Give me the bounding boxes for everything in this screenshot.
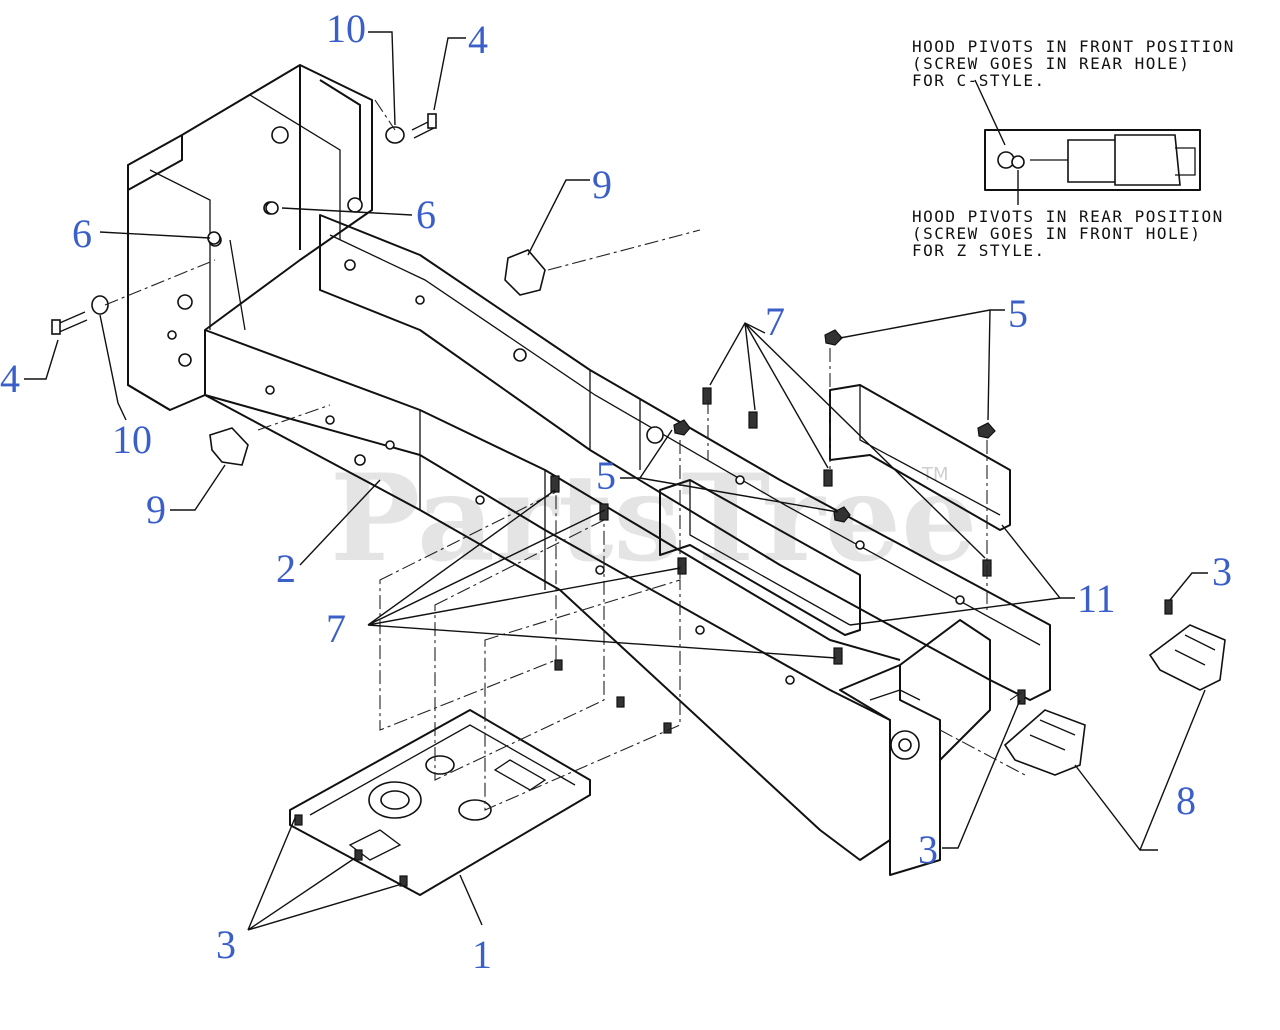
rear-frame-tower [127,64,373,411]
callout-2: 2 [276,546,296,591]
callout-7-left: 7 [326,606,346,651]
watermark-tm: TM [921,464,949,485]
callout-7-top: 7 [765,299,785,344]
callout-3-bottom: 3 [918,827,938,872]
callout-10-left: 10 [112,417,152,462]
callout-6-left: 6 [72,211,92,256]
note-front-line2: (SCREW GOES IN REAR HOLE) [912,54,1190,73]
hood-hinge-left [1003,709,1086,776]
alignment-lines [104,99,1026,811]
note-rear-line2: (SCREW GOES IN FRONT HOLE) [912,224,1201,243]
note-front-line1: HOOD PIVOTS IN FRONT POSITION [912,37,1235,56]
frame-rail-right [319,214,1051,701]
hood-pivot-inset [974,79,1201,205]
note-rear-line3: FOR Z STYLE. [912,241,1046,260]
callout-3-left: 3 [216,922,236,967]
callout-3-right: 3 [1212,549,1232,594]
callout-10-top: 10 [326,6,366,51]
callout-5-right: 5 [1008,291,1028,336]
callout-1: 1 [472,932,492,977]
front-axle-casting [839,619,991,876]
callout-9-top: 9 [592,162,612,207]
note-rear-line1: HOOD PIVOTS IN REAR POSITION [912,207,1224,226]
callout-9-left: 9 [146,487,166,532]
watermark: PartsTree [330,448,977,589]
hardware [51,113,1173,887]
callout-4-left: 4 [0,356,20,401]
note-front-line3: FOR C-STYLE. [912,71,1046,90]
callout-5-mid: 5 [596,453,616,498]
callout-11: 11 [1077,576,1116,621]
hood-hinge-right [1148,624,1226,691]
callout-6-right: 6 [416,192,436,237]
callout-4-top: 4 [468,17,488,62]
leader-lines [24,31,1208,931]
floor-plate [289,709,591,896]
cross-member-front [659,479,861,636]
callout-8: 8 [1176,778,1196,823]
